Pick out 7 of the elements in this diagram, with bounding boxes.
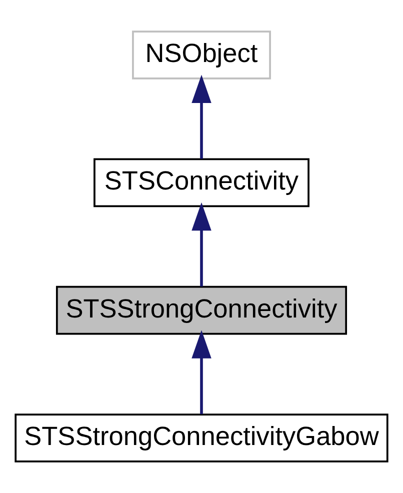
- arrow: [192, 74, 212, 159]
- node-box: STSConnectivity: [94, 158, 310, 208]
- node-box: NSObject: [132, 30, 271, 80]
- arrow: [192, 202, 212, 286]
- node-box: STSStrongConnectivity: [56, 286, 348, 335]
- node-box: STSStrongConnectivityGabow: [14, 414, 388, 462]
- arrow: [192, 330, 212, 414]
